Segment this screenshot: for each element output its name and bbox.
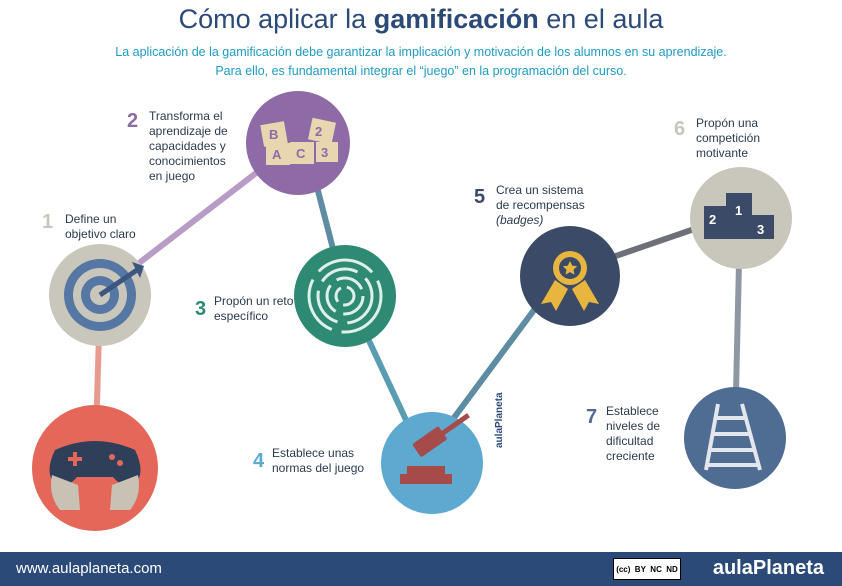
step-2-text: Transforma el aprendizaje de capacidades… [149, 109, 228, 184]
website-link[interactable]: www.aulaplaneta.com [16, 560, 162, 577]
step-7-number: 7 [586, 406, 598, 428]
step-6-line: motivante [696, 146, 749, 160]
step-2-line: aprendizaje de [149, 124, 228, 138]
title-pre: Cómo aplicar la [178, 4, 367, 34]
step-4-line: Establece unas [272, 446, 355, 460]
step-3-number: 3 [195, 298, 207, 320]
step-1-line: Define un [65, 212, 117, 226]
step-3-text: Propón un reto específico [214, 294, 293, 324]
brand-logo[interactable]: aulaPlaneta [712, 557, 824, 579]
step-4-number: 4 [253, 450, 265, 472]
gavel-icon [381, 412, 483, 514]
step-5-line: de recompensas [496, 198, 585, 212]
step-4-line: normas del juego [272, 461, 365, 475]
game-controller-icon [32, 405, 158, 531]
svg-text:3: 3 [757, 222, 764, 237]
title-bold: gamificación [373, 4, 539, 34]
letter-blocks-icon: BA C2 3 [246, 91, 350, 195]
maze-icon [294, 245, 396, 347]
step-5-line: (badges) [496, 213, 544, 227]
step-4-text: Establece unas normas del juego [272, 446, 364, 476]
step-2-line: en juego [149, 169, 196, 183]
cc-license-badge[interactable]: (cc) BY NC ND [613, 558, 681, 580]
step-6-number: 6 [674, 118, 686, 140]
page-title: Cómo aplicar la gamificación en el aula [0, 4, 842, 35]
step-1-line: objetivo claro [65, 227, 136, 241]
step-1-number: 1 [42, 211, 54, 233]
step-2-line: conocimientos [149, 154, 226, 168]
badge-icon [520, 226, 620, 326]
license-nd: ND [666, 564, 678, 574]
subtitle-line-2: Para ello, es fundamental integrar el “j… [215, 64, 627, 78]
step-2-line: Transforma el [149, 109, 223, 123]
svg-text:1: 1 [735, 203, 742, 218]
step-5-number: 5 [474, 186, 486, 208]
step-5-text: Crea un sistema de recompensas (badges) [496, 183, 585, 228]
svg-text:2: 2 [315, 124, 322, 139]
step-7-line: Establece [606, 404, 659, 418]
vertical-logo: aulaPlaneta [494, 392, 505, 448]
license-nc: NC [650, 564, 662, 574]
subtitle-line-1: La aplicación de la gamificación debe ga… [115, 45, 727, 59]
step-2-number: 2 [127, 110, 139, 132]
step-1-text: Define un objetivo claro [65, 212, 136, 242]
step-5-line: Crea un sistema [496, 183, 584, 197]
svg-text:3: 3 [321, 145, 328, 160]
svg-text:B: B [269, 127, 278, 142]
step-6-line: Propón una [696, 116, 759, 130]
svg-text:C: C [296, 146, 306, 161]
ladder-icon [684, 387, 786, 489]
svg-text:2: 2 [709, 212, 716, 227]
step-6-line: competición [696, 131, 761, 145]
step-7-line: dificultad [606, 434, 654, 448]
step-6-text: Propón una competición motivante [696, 116, 760, 161]
step-7-line: creciente [606, 449, 655, 463]
step-3-line: Propón un reto [214, 294, 294, 308]
footer: www.aulaplaneta.com (cc) BY NC ND aulaPl… [0, 552, 842, 586]
svg-text:A: A [272, 147, 282, 162]
cc-icon: (cc) [616, 564, 631, 574]
license-by: BY [634, 564, 646, 574]
target-icon [49, 244, 151, 346]
step-7-text: Establece niveles de dificultad crecient… [606, 404, 660, 464]
step-2-line: capacidades y [149, 139, 226, 153]
step-7-line: niveles de [606, 419, 661, 433]
podium-icon: 2 13 [690, 167, 792, 269]
title-post: en el aula [546, 4, 664, 34]
step-3-line: específico [214, 309, 269, 323]
